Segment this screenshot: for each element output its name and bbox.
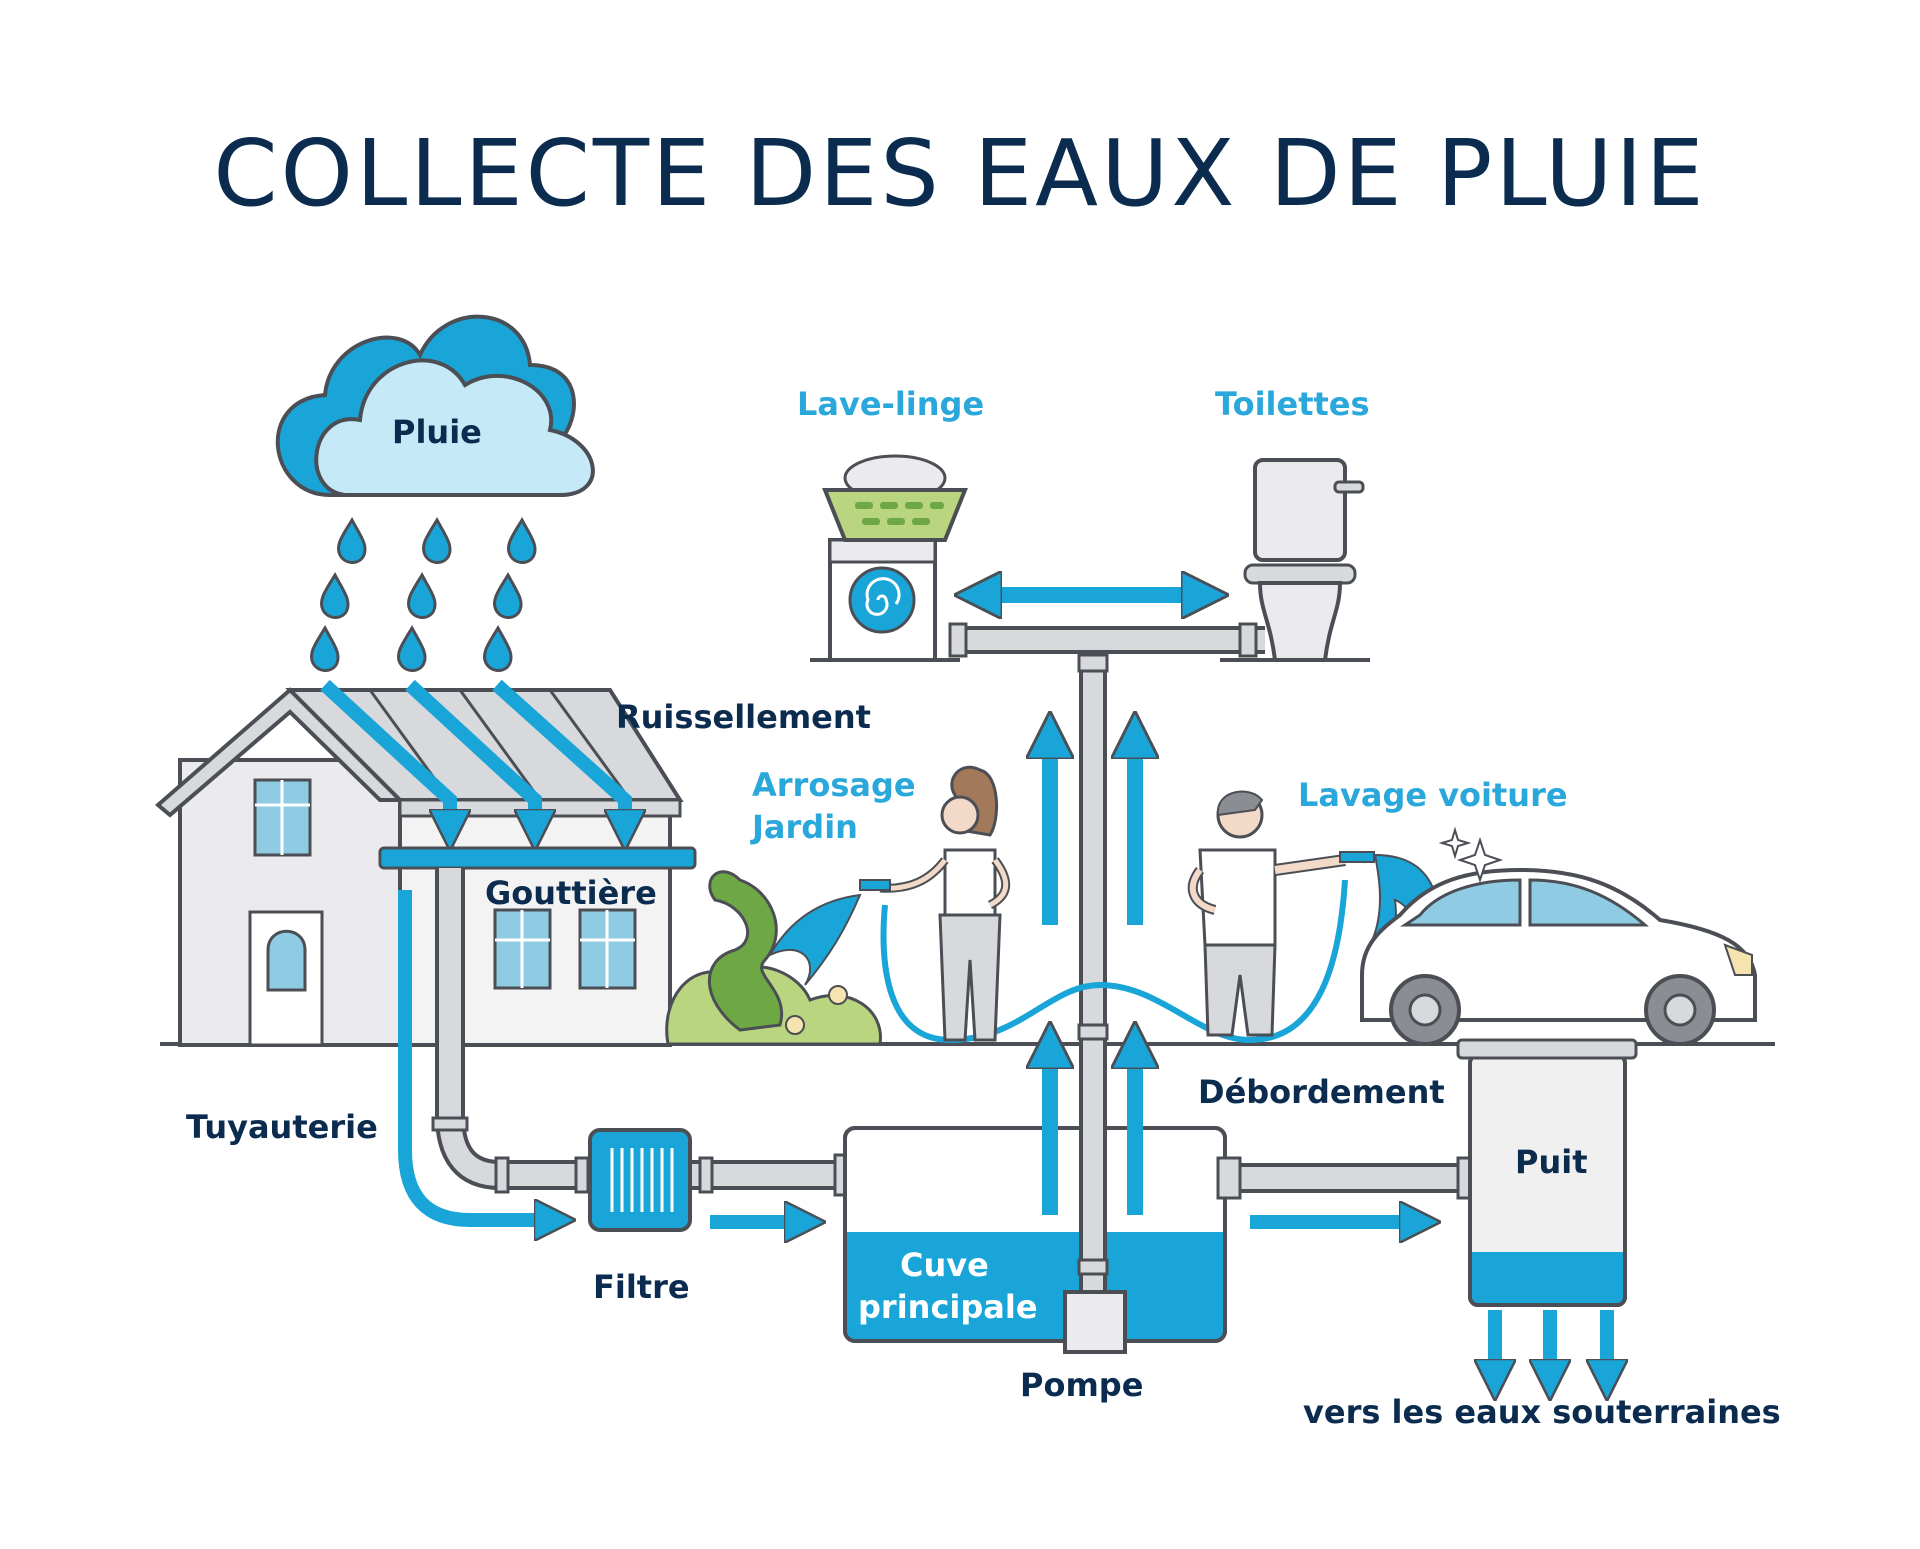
gutter <box>378 846 697 870</box>
well-icon <box>1456 1038 1638 1307</box>
label-arrosage: Arrosage <box>752 766 916 804</box>
woman-gardener-icon <box>859 765 1011 1042</box>
pipe <box>948 622 1265 1300</box>
label-gouttiere: Gouttière <box>485 874 657 912</box>
page-title: COLLECTE DES EAUX DE PLUIE <box>213 120 1707 227</box>
label-lave-linge: Lave-linge <box>797 385 985 423</box>
arrow-icon <box>398 890 555 1220</box>
pipe <box>1216 1156 1482 1200</box>
label-toilettes: Toilettes <box>1215 385 1370 423</box>
label-pluie: Pluie <box>392 413 482 451</box>
washing-machine-icon <box>810 538 960 662</box>
label-ruissellement: Ruissellement <box>616 698 871 736</box>
laundry-basket-icon <box>822 454 968 542</box>
label-tuyauterie: Tuyauterie <box>186 1108 378 1146</box>
bush-icon <box>665 870 882 1046</box>
label-debordement: Débordement <box>1198 1073 1445 1111</box>
pump-icon <box>1063 1290 1127 1354</box>
filter-icon <box>588 1128 692 1232</box>
man-hose-icon <box>1187 790 1375 1037</box>
cloud-icon <box>275 314 595 497</box>
label-lavage-voiture: Lavage voiture <box>1298 776 1568 814</box>
label-principale: principale <box>858 1288 1038 1326</box>
arrow-icon <box>1495 1310 1607 1380</box>
arrow-icon <box>1050 735 1135 1215</box>
pipe <box>431 868 860 1197</box>
raindrop-icon <box>310 516 537 672</box>
hose <box>880 879 1348 1044</box>
water-spray <box>767 893 862 986</box>
car-icon <box>1360 826 1757 1046</box>
label-puit: Puit <box>1515 1143 1588 1181</box>
label-cuve: Cuve <box>900 1246 989 1284</box>
label-eaux-souterraines: vers les eaux souterraines <box>1303 1393 1781 1431</box>
label-pompe: Pompe <box>1020 1366 1144 1404</box>
label-jardin: Jardin <box>752 808 858 846</box>
arrow-icon <box>320 679 625 830</box>
toilet-icon <box>1220 458 1370 662</box>
label-filtre: Filtre <box>593 1268 690 1306</box>
